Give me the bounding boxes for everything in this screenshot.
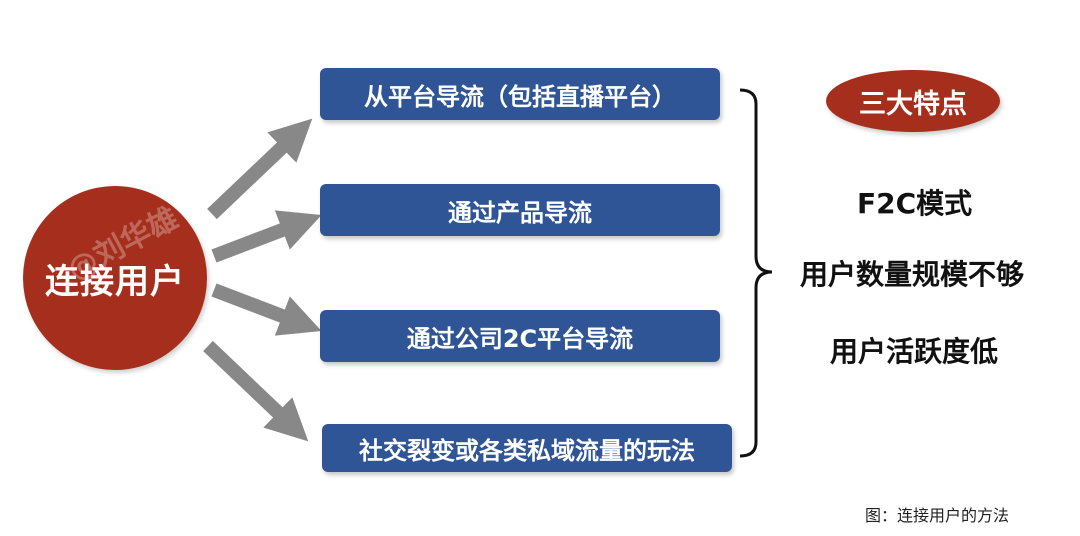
method-box-social: 社交裂变或各类私域流量的玩法 (322, 424, 732, 472)
method-box-product: 通过产品导流 (320, 184, 720, 236)
arrow-to-method-2 (211, 210, 322, 263)
feature-item-2: 用户数量规模不够 (800, 258, 1025, 291)
figure-caption: 图：连接用户的方法 (865, 506, 1010, 525)
feature-item-3: 用户活跃度低 (830, 335, 999, 368)
feature-item-1: F2C模式 (857, 187, 973, 220)
center-node: 连接用户 (23, 186, 207, 370)
arrow-to-method-4 (203, 340, 309, 442)
method-box-platform: 从平台导流（包括直播平台） (320, 68, 720, 120)
features-title-badge: 三大特点 (826, 70, 1000, 132)
center-node-label: 连接用户 (45, 261, 185, 302)
arrow-to-method-1 (207, 118, 313, 220)
curly-brace (739, 88, 773, 458)
method-box-2c-platform: 通过公司2C平台导流 (320, 310, 720, 362)
arrow-to-method-3 (211, 283, 322, 336)
